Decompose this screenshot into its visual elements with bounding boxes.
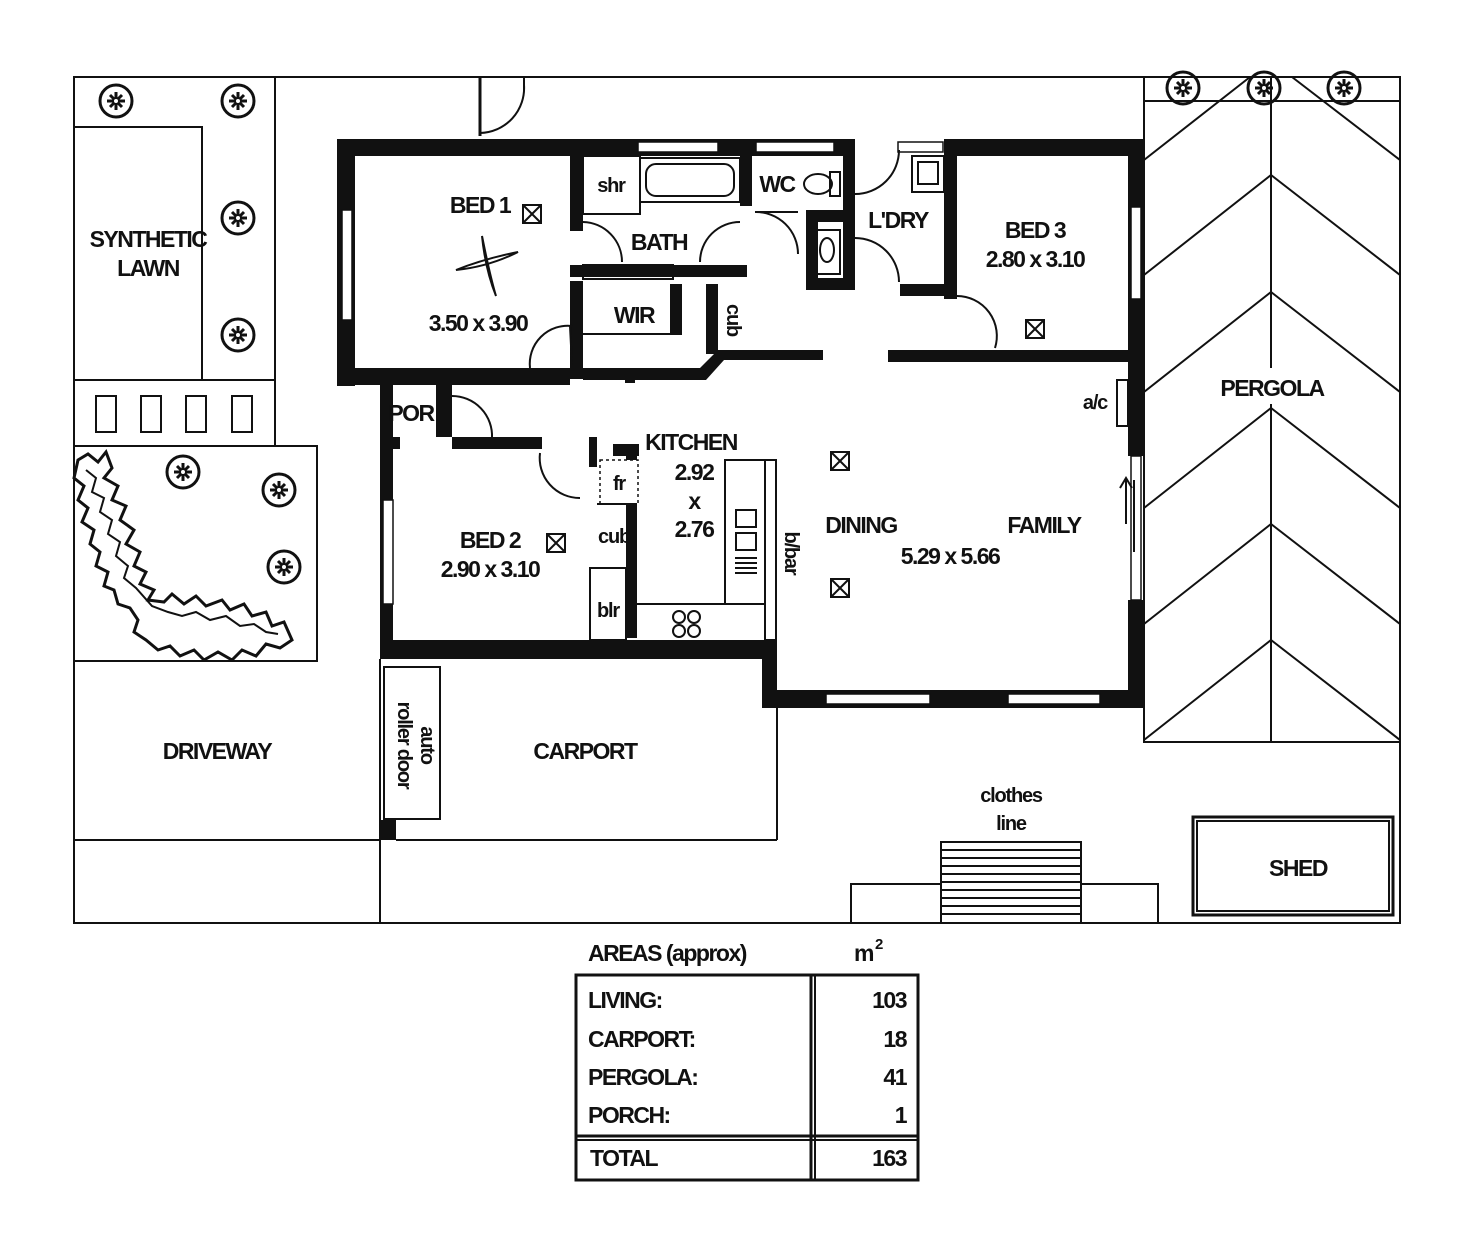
basin-icon — [813, 229, 841, 275]
por-label: POR — [388, 400, 435, 426]
windows — [341, 141, 1142, 705]
blr-label: blr — [597, 600, 620, 622]
ac-label: a/c — [1083, 392, 1108, 414]
stepping-pavers — [95, 395, 253, 433]
kitchen-dim-b: 2.76 — [675, 516, 714, 542]
cub-label-2: cub — [598, 526, 631, 548]
dining-label: DINING — [825, 512, 897, 538]
pergola — [1143, 76, 1401, 743]
bed3-dims: 2.80 x 3.10 — [986, 246, 1085, 272]
roller-door — [383, 666, 441, 820]
areas-unit-sup: 2 — [875, 936, 883, 953]
toilet-icon — [803, 171, 841, 197]
fr-label: fr — [613, 473, 626, 495]
sliding-door-arrow — [1119, 476, 1135, 552]
wir-label: WIR — [614, 302, 656, 328]
areas-row-label: LIVING: — [588, 987, 662, 1013]
bath-fixtures — [582, 155, 741, 335]
kitchen-dim-x: x — [688, 488, 701, 514]
shr-label: shr — [597, 175, 626, 197]
areas-row-value: 41 — [883, 1064, 907, 1090]
bed2-label: BED 2 — [460, 527, 521, 553]
roller-door-label-1: auto — [416, 726, 438, 764]
bed1-label: BED 1 — [450, 192, 512, 218]
clothes-line-label-2: line — [996, 813, 1027, 835]
kitchen-label: KITCHEN — [645, 429, 738, 455]
door-swings — [451, 149, 998, 500]
areas-row-value: 103 — [872, 987, 907, 1013]
areas-row-label: PERGOLA: — [588, 1064, 697, 1090]
carport-label: CARPORT — [533, 738, 638, 764]
clothes-line — [850, 841, 1159, 924]
areas-row-label: CARPORT: — [588, 1026, 695, 1052]
ldry-label: L'DRY — [868, 207, 929, 233]
garden-shrub-bed — [72, 449, 294, 662]
roller-door-label-2: roller door — [393, 702, 415, 790]
cub-label-1: cub — [722, 304, 744, 337]
bed3-label: BED 3 — [1005, 217, 1066, 243]
areas-unit: m — [854, 940, 874, 966]
synthetic-lawn-label-1: SYNTHETIC — [90, 226, 208, 252]
areas-table: AREAS (approx) m 2 LIVING: 103 CARPORT: … — [574, 936, 920, 1182]
bbar-label: b/bar — [780, 532, 802, 576]
kitchen-fixtures — [589, 459, 777, 641]
family-label: FAMILY — [1007, 512, 1081, 538]
pergola-label: PERGOLA — [1220, 375, 1324, 401]
areas-total-value: 163 — [872, 1145, 907, 1171]
family-dims: 5.29 x 5.66 — [901, 543, 1000, 569]
bed2-dims: 2.90 x 3.10 — [441, 556, 540, 582]
house-walls — [337, 139, 1144, 840]
ceiling-fan-icon — [455, 235, 519, 297]
clothes-line-label-1: clothes — [980, 785, 1043, 807]
shed-label: SHED — [1269, 855, 1328, 881]
driveway-label: DRIVEWAY — [163, 738, 273, 764]
areas-total-label: TOTAL — [590, 1145, 658, 1171]
shed — [1191, 815, 1395, 917]
ac-unit — [1116, 379, 1129, 427]
front-garden — [73, 445, 318, 662]
kitchen-dim-a: 2.92 — [675, 459, 714, 485]
bed1-dims: 3.50 x 3.90 — [429, 310, 528, 336]
bath-label: BATH — [631, 229, 688, 255]
wc-label: WC — [759, 171, 795, 197]
areas-row-value: 1 — [895, 1102, 908, 1128]
front-gate — [478, 77, 526, 136]
laundry-tub-icon — [911, 155, 945, 193]
areas-row-label: PORCH: — [588, 1102, 670, 1128]
synthetic-lawn-label-2: LAWN — [117, 255, 180, 281]
carport — [379, 659, 778, 841]
synthetic-lawn — [73, 126, 203, 381]
areas-title: AREAS (approx) — [588, 940, 747, 966]
areas-row-value: 18 — [883, 1026, 907, 1052]
